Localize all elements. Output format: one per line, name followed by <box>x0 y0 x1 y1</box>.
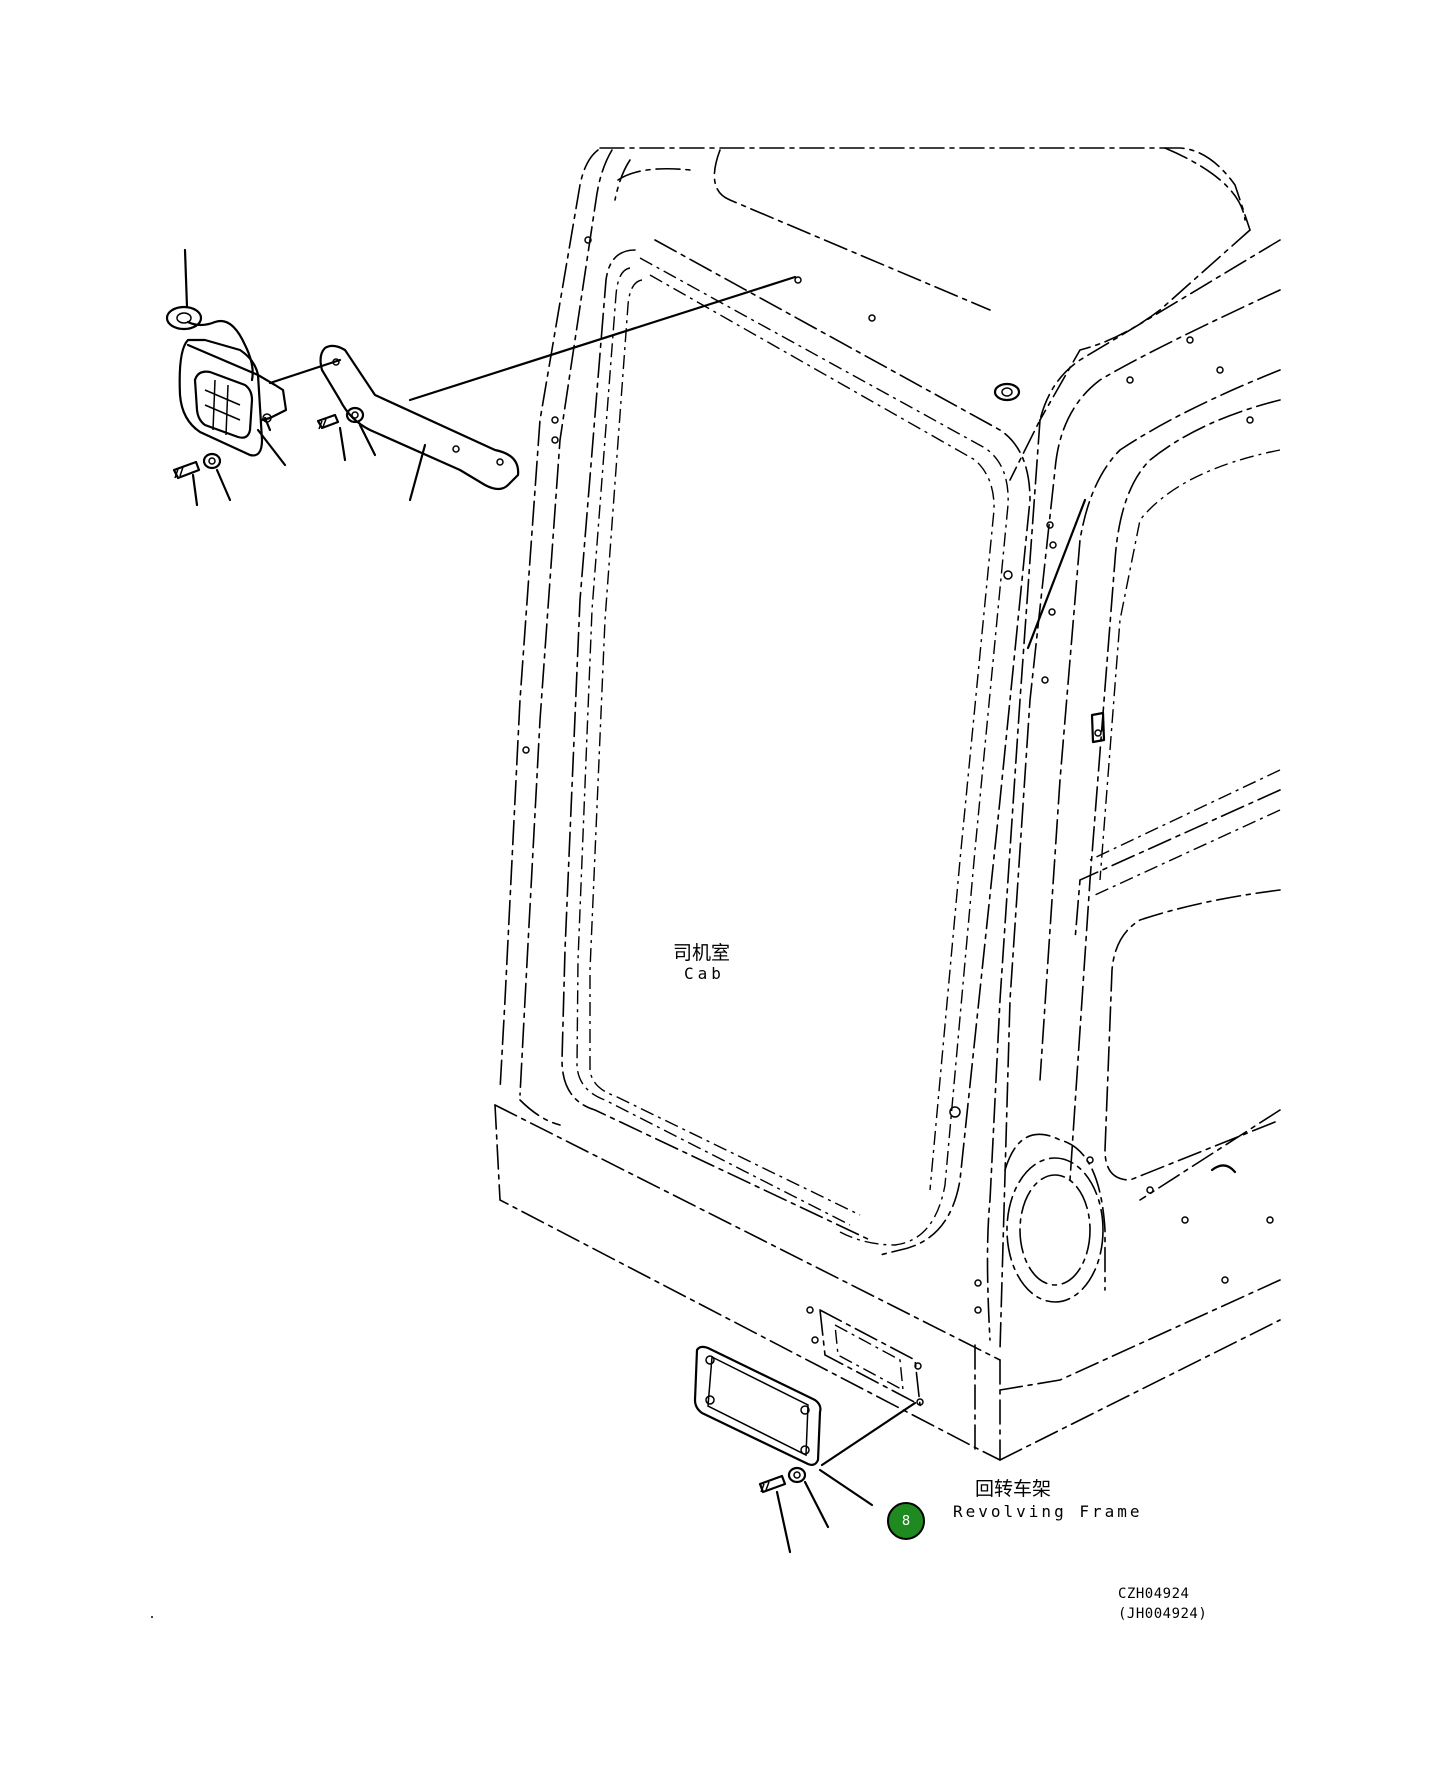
mounting-holes <box>522 236 1274 1406</box>
cab-label-en: Cab <box>684 964 725 983</box>
drawing-code: CZH04924 <box>1118 1586 1190 1602</box>
cab-outline <box>494 147 1281 1461</box>
leader-lines <box>191 275 1087 1554</box>
fasteners-plate <box>758 1466 807 1494</box>
work-lamp <box>165 248 288 457</box>
cab-label-cn: 司机室 <box>673 942 731 964</box>
revolving-frame-label-en: Revolving Frame <box>953 1502 1143 1521</box>
revolving-frame-label-cn: 回转车架 <box>975 1478 1052 1500</box>
stray-dot <box>151 1616 153 1618</box>
cover-plate <box>693 1345 822 1466</box>
part-callout-badge[interactable]: 8 <box>887 1502 925 1540</box>
fasteners-lamp <box>172 406 365 480</box>
drawing-code-secondary: (JH004924) <box>1118 1606 1208 1622</box>
